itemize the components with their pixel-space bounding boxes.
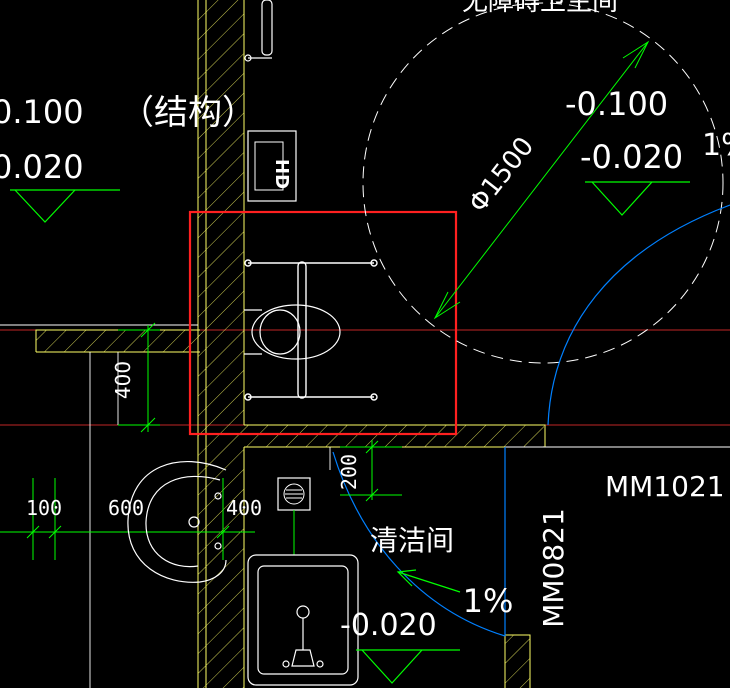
dim-400-horizontal-label: 400 [226,496,262,520]
washbasin [127,461,227,583]
toilet-grab-bars [244,259,378,401]
bottom-elev-symbol [356,649,460,684]
structure-note: （结构） [120,93,256,133]
left-elev-2: 0.020 [0,148,84,186]
room-label: 清洁间 [370,524,454,557]
bottom-elev: -0.020 [340,608,437,643]
toilet-bowl [244,304,341,360]
slope-label: 1% [463,582,514,620]
diameter-line [433,40,650,320]
turning-circle [362,2,724,364]
dim-400-vertical-label: 400 [111,361,135,399]
room-lines [0,324,730,688]
right-elev-1: -0.100 [565,85,668,123]
left-elev-symbol [10,189,120,223]
door-mm0821: MM0821 [537,508,570,628]
dim-horizontal-row [0,478,255,560]
hd-label: HD [271,159,292,189]
mop-sink [247,554,359,686]
dim-400-vertical [118,322,160,433]
right-elev-symbol [585,181,690,216]
dim-100-label: 100 [26,496,62,520]
dim-600-label: 600 [108,496,144,520]
diameter-label: Φ1500 [463,132,540,219]
door-swing-arcs [332,204,730,637]
dim-200 [340,440,402,502]
door-mm1021: MM1021 [605,470,725,503]
hd-box: HD [247,130,297,202]
floor-drain [277,477,311,555]
selection-box[interactable] [188,210,458,436]
slope-arrow [396,569,461,593]
left-elev-1: 0.100 [0,93,84,131]
dim-200-label: 200 [337,454,361,490]
right-edge-text: 1% [702,128,730,163]
right-elev-2: -0.020 [580,138,683,176]
top-title: 无障碍卫生间 [462,0,618,17]
grab-bar-top [244,0,273,62]
